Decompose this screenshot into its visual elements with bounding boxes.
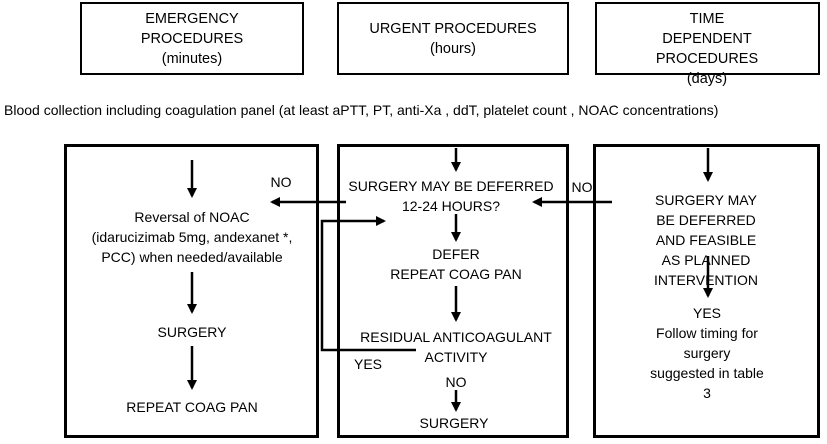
- emergency-header-box: [80, 2, 304, 75]
- urgent-header-text: URGENT PROCEDURES (hours): [369, 21, 537, 57]
- follow-timing-text: Follow timing for surgery suggested in t…: [650, 325, 764, 401]
- no-to-left-label: NO: [270, 174, 292, 190]
- urgent-header-box: [337, 2, 569, 75]
- time-dependent-header-box: [595, 2, 820, 75]
- left-surgery-text: SURGERY: [157, 324, 227, 340]
- right-yes-label: YES: [692, 305, 722, 321]
- arrow-yes-loop: [320, 216, 416, 352]
- left-repeat-coag-text: REPEAT COAG PAN: [126, 399, 258, 415]
- no-from-right-label: NO: [571, 179, 593, 195]
- residual-activity-text: RESIDUAL ANTICOAGULANT ACTIVITY: [360, 329, 552, 365]
- defer-repeat-coag-text: DEFER REPEAT COAG PAN: [390, 246, 522, 282]
- time-dependent-column-box: [593, 144, 820, 438]
- middle-surgery-text: SURGERY: [419, 415, 489, 431]
- time-dependent-header-text: TIME DEPENDENT PROCEDURES (days): [655, 11, 759, 87]
- middle-deferred-question: SURGERY MAY BE DEFERRED 12-24 HOURS?: [348, 178, 554, 214]
- emergency-header-text: EMERGENCY PROCEDURES (minutes): [140, 11, 244, 67]
- blood-collection-text: Blood collection including coagulation p…: [4, 102, 719, 118]
- urgent-column-box: [337, 144, 569, 438]
- yes-loop-label: YES: [353, 356, 383, 372]
- right-deferred-question: SURGERY MAY BE DEFERRED AND FEASIBLE AS …: [654, 192, 758, 288]
- emergency-column-box: [64, 144, 319, 438]
- reversal-text: Reversal of NOAC (idarucizimab 5mg, ande…: [91, 209, 293, 265]
- middle-no-label: NO: [445, 374, 467, 390]
